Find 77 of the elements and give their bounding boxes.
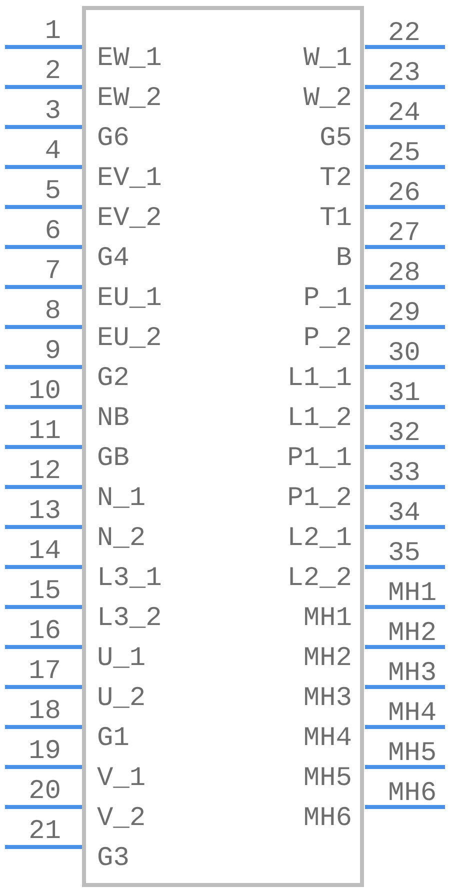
pin-number: 16 bbox=[30, 620, 60, 638]
pin-name: P_1 bbox=[306, 287, 351, 308]
pin-name: G6 bbox=[98, 126, 128, 146]
pin-number: MH3 bbox=[390, 662, 435, 680]
pin-name: EW_1 bbox=[99, 47, 160, 68]
pin-number: MH4 bbox=[390, 702, 436, 720]
pin-number: 35 bbox=[390, 542, 419, 560]
pin-number: MH5 bbox=[390, 742, 435, 760]
pin-name: L1_1 bbox=[290, 367, 351, 388]
pin-name: MH5 bbox=[305, 767, 350, 786]
pin-number: 13 bbox=[30, 500, 60, 518]
pin-number: 30 bbox=[390, 342, 419, 360]
pin-name: N_2 bbox=[99, 526, 144, 548]
pin-name: N_1 bbox=[99, 487, 144, 508]
pin-name: L3_1 bbox=[100, 566, 160, 588]
pin-number: 23 bbox=[390, 62, 419, 80]
pin-name: MH1 bbox=[305, 607, 351, 625]
pin-name: V_2 bbox=[97, 806, 144, 828]
pin-number: 32 bbox=[390, 422, 418, 440]
pin-number: 5 bbox=[46, 180, 60, 198]
pin-number: 22 bbox=[390, 22, 418, 40]
pin-number: 10 bbox=[30, 380, 60, 398]
pin-number: 25 bbox=[390, 142, 419, 160]
pin-number: 29 bbox=[390, 302, 419, 320]
pin-number: 24 bbox=[390, 102, 420, 120]
pin-name: G4 bbox=[98, 246, 128, 266]
pin-number: 31 bbox=[390, 382, 420, 400]
pin-name: G1 bbox=[98, 726, 128, 746]
pin-number: 17 bbox=[30, 660, 59, 678]
pin-name: MH3 bbox=[305, 686, 350, 706]
pin-number: 20 bbox=[30, 780, 60, 798]
pin-number: 12 bbox=[30, 460, 60, 478]
pin-name: EU_1 bbox=[99, 287, 160, 308]
pin-name: MH2 bbox=[305, 646, 350, 665]
pin-number: 34 bbox=[390, 502, 420, 520]
pin-number: 26 bbox=[390, 182, 419, 200]
pin-number: 18 bbox=[30, 700, 60, 718]
pin-name: L3_2 bbox=[100, 606, 160, 628]
pin-name: EV_1 bbox=[99, 167, 160, 188]
pin-name: L1_2 bbox=[290, 406, 350, 428]
pin-number: 7 bbox=[46, 260, 59, 278]
pin-name: P_2 bbox=[306, 326, 350, 348]
pin-name: EU_2 bbox=[99, 326, 160, 348]
pin-number: 27 bbox=[390, 222, 418, 240]
pin-name: P1_1 bbox=[289, 447, 351, 468]
pin-number: MH6 bbox=[390, 782, 435, 800]
pin-name: G2 bbox=[98, 366, 128, 386]
pin-number: 6 bbox=[46, 220, 60, 238]
pin-number: 28 bbox=[390, 262, 419, 280]
pin-name: U_1 bbox=[98, 647, 144, 668]
pin-name: T1 bbox=[320, 207, 351, 225]
pin-name: U_2 bbox=[98, 686, 144, 708]
pin-name: L2_1 bbox=[290, 526, 351, 548]
pin-name: EW_2 bbox=[99, 86, 160, 108]
pin-name: G3 bbox=[98, 846, 128, 866]
pin-number: 2 bbox=[46, 60, 60, 78]
pin-number: MH2 bbox=[390, 622, 435, 640]
pin-number: 15 bbox=[30, 580, 60, 598]
pin-name: GB bbox=[98, 446, 128, 466]
pin-name: NB bbox=[99, 407, 128, 425]
pin-name: V_1 bbox=[97, 767, 144, 788]
pin-number: 9 bbox=[46, 340, 60, 358]
pin-name: G5 bbox=[321, 126, 350, 146]
pin-name: B bbox=[338, 247, 351, 265]
pin-name: W_1 bbox=[303, 47, 351, 68]
pin-number: 8 bbox=[46, 300, 60, 318]
pin-name: EV_2 bbox=[99, 206, 160, 228]
pin-name: L2_2 bbox=[290, 566, 350, 588]
pin-name: MH6 bbox=[305, 806, 350, 826]
pin-name: MH4 bbox=[305, 727, 351, 745]
pin-number: MH1 bbox=[390, 582, 436, 600]
pin-number: 33 bbox=[390, 462, 419, 480]
pin-name: P1_2 bbox=[289, 486, 350, 508]
pin-number: 19 bbox=[30, 740, 60, 758]
pin-name: T2 bbox=[320, 166, 350, 186]
pin-name: W_2 bbox=[303, 86, 350, 108]
pin-number: 3 bbox=[46, 100, 60, 118]
